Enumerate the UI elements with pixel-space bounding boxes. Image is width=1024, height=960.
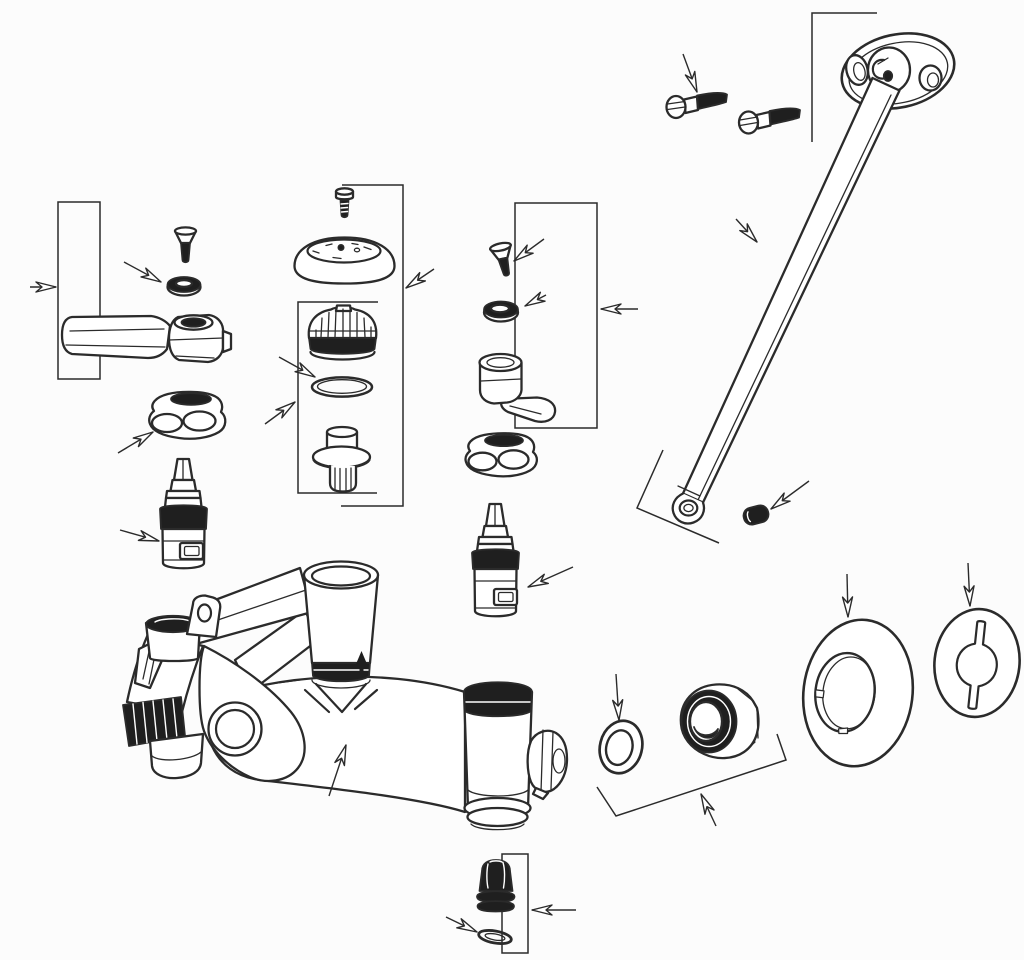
- callout-arrow-flange-screw-a: [682, 53, 698, 93]
- diverter-cam: [307, 304, 378, 361]
- bracket-handle-group-right: [514, 202, 598, 429]
- callout-arrow-union-group: [700, 793, 717, 827]
- handle-knob-left: [148, 390, 227, 440]
- callout-arrows: [30, 53, 975, 933]
- callout-arrow-friction-washer: [612, 673, 624, 721]
- bracket-wall-flange-corner: [811, 12, 877, 142]
- friction-washer: [598, 719, 644, 775]
- outlet-o-ring: [477, 929, 513, 945]
- bonnet-screw: [334, 187, 355, 219]
- handle-screw-left: [173, 226, 198, 264]
- callout-arrow-escutcheon: [841, 573, 854, 618]
- outlet-bushing: [476, 859, 516, 913]
- handle-knob-right: [464, 432, 538, 478]
- bracket-support-rod-end: [636, 449, 720, 544]
- support-rod: [671, 57, 901, 525]
- diverter-o-ring: [310, 376, 374, 398]
- handle-washer-left: [166, 276, 202, 297]
- bracket-outlet-group: [501, 853, 529, 954]
- rod-set-screw: [742, 504, 770, 526]
- escutcheon: [801, 618, 915, 768]
- callout-arrow-cartridge-left: [119, 529, 160, 542]
- callout-arrow-rod-set-screw: [770, 480, 810, 510]
- wall-flange: [840, 32, 956, 110]
- callout-arrow-handle-knob-left: [117, 431, 154, 454]
- body-center-port: [302, 560, 380, 714]
- body-mounting-lug: [185, 594, 222, 639]
- diverter-valve: [311, 425, 372, 493]
- handle-lever-right: [478, 352, 557, 423]
- bracket-handle-group-left: [57, 201, 101, 380]
- callout-arrow-handle-washer-left: [123, 261, 162, 283]
- callout-arrow-outlet-o-ring: [445, 916, 478, 933]
- cartridge-right: [471, 502, 520, 618]
- flange-screw-b: [737, 107, 801, 135]
- callout-arrow-diverter-group-inner: [264, 401, 296, 425]
- callout-arrow-support-rod: [735, 218, 758, 243]
- callout-arrow-bonnet-group-outer: [405, 268, 435, 289]
- callout-arrow-faucet-body: [328, 744, 347, 797]
- handle-screw-right: [489, 241, 512, 277]
- body-right-port: [462, 681, 534, 831]
- union-nut: [679, 683, 760, 760]
- flange-screw-a: [665, 92, 728, 120]
- callout-arrow-trim-plate: [963, 562, 975, 607]
- body-side-coupling: [526, 729, 569, 801]
- trim-plate: [933, 607, 1021, 719]
- bonnet-cap: [293, 236, 396, 285]
- callout-brackets: [57, 12, 877, 954]
- flow-direction-mark: [356, 651, 367, 672]
- parts-layer: [60, 32, 1021, 945]
- bracket-union-group: [596, 733, 787, 817]
- callout-arrow-handle-washer-right: [524, 291, 547, 307]
- callout-arrow-diverter-o-ring: [278, 356, 316, 378]
- bracket-diverter-group-inner: [297, 301, 378, 494]
- cartridge-left: [159, 457, 208, 570]
- handle-lever-left: [60, 313, 233, 364]
- callout-arrow-cartridge-right: [527, 566, 574, 588]
- bracket-bonnet-group-outer: [341, 184, 404, 507]
- handle-washer-right: [482, 300, 520, 323]
- callout-arrow-handle-screw-right: [513, 238, 545, 262]
